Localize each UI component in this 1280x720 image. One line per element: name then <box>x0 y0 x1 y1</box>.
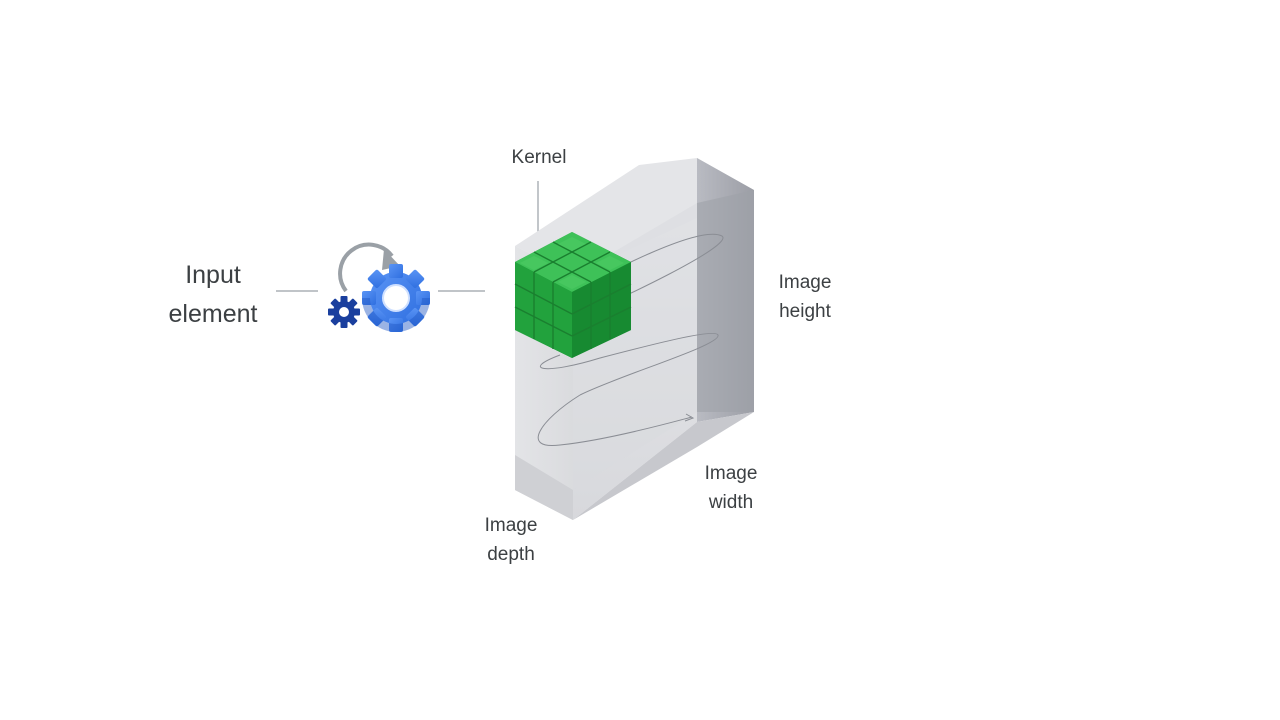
input-element-line2: element <box>168 300 258 328</box>
kernel-label-text: Kernel <box>511 147 567 168</box>
image-depth-line1: Image <box>484 515 538 536</box>
image-height-label: Image height <box>750 268 860 326</box>
large-gear-icon <box>362 264 430 332</box>
image-bottom-face <box>573 412 754 520</box>
image-width-line1: Image <box>704 463 758 484</box>
kernel-cube <box>514 232 632 358</box>
image-side-shadow <box>697 190 754 412</box>
input-element-line1: Input <box>185 261 241 289</box>
image-base-shadow <box>515 455 573 520</box>
image-height-line2: height <box>779 301 831 322</box>
small-gear-icon <box>328 296 360 328</box>
kernel-label: Kernel <box>484 143 594 172</box>
image-width-label: Image width <box>676 459 786 517</box>
image-width-line2: width <box>708 492 754 513</box>
image-height-line1: Image <box>778 272 832 293</box>
input-element-label: Input element <box>143 256 283 334</box>
image-depth-line2: depth <box>487 544 535 565</box>
image-depth-label: Image depth <box>456 511 566 569</box>
